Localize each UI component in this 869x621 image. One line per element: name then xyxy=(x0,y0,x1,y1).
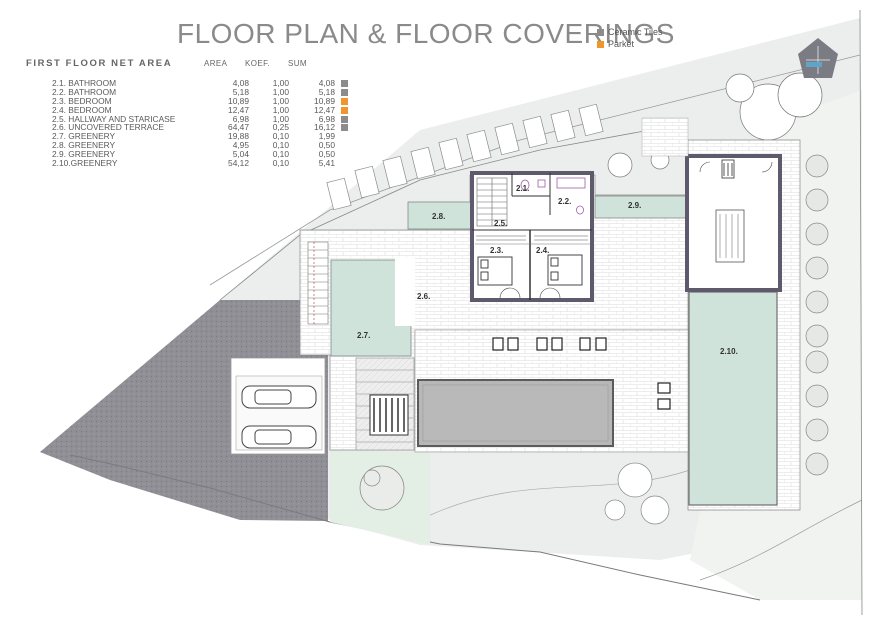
column-header-area: AREA xyxy=(204,59,228,68)
contour-line-upper xyxy=(209,54,861,286)
outdoor-dining-set xyxy=(369,394,409,436)
compass-logo xyxy=(798,38,838,78)
row-area: 5,04 xyxy=(232,149,249,160)
trees-upper xyxy=(607,72,823,178)
label-2-4: 2.4. xyxy=(536,246,549,255)
row-area: 64,47 xyxy=(228,122,249,133)
covering-swatch xyxy=(341,88,348,96)
covering-swatch xyxy=(341,80,348,87)
row-sum: 5,18 xyxy=(318,86,335,97)
covering-swatch xyxy=(341,106,348,114)
row-sum: 16,12 xyxy=(314,122,335,133)
row-area: 4,08 xyxy=(232,78,249,88)
row-area: 54,12 xyxy=(228,158,249,169)
legend-swatch-ceramic xyxy=(597,28,604,36)
row-area: 4,95 xyxy=(232,140,249,151)
interior-stair xyxy=(476,177,508,227)
label-2-9: 2.9. xyxy=(628,201,641,210)
covering-swatch xyxy=(341,97,348,105)
row-name: 2.7. GREENERY xyxy=(52,131,116,142)
row-sum: 6,98 xyxy=(318,113,335,124)
net-area-heading: FIRST FLOOR NET AREA xyxy=(26,58,173,69)
trees-lower xyxy=(359,462,670,525)
floor-covering-legend: Ceramic Tiles Parket xyxy=(597,26,663,50)
greenery-2-8 xyxy=(407,201,472,230)
row-area: 5,18 xyxy=(232,86,249,97)
label-2-8: 2.8. xyxy=(432,212,445,221)
legend-item-ceramic-tiles: Ceramic Tiles xyxy=(597,26,663,38)
row-area: 6,98 xyxy=(232,113,249,124)
legend-label-parket: Parket xyxy=(608,39,635,49)
row-koef: 0,25 xyxy=(272,122,289,133)
covering-swatch xyxy=(341,115,348,123)
pool-inner xyxy=(422,384,609,442)
label-2-1: 2.1. xyxy=(516,184,529,193)
terrace-diagonal-wall xyxy=(219,129,651,301)
column-header-koef: KOEF. xyxy=(245,59,271,68)
row-name: 2.4. BEDROOM xyxy=(52,104,112,115)
row-sum: 0,50 xyxy=(318,140,335,151)
row-koef: 0,10 xyxy=(272,158,289,169)
contour-line-right xyxy=(699,499,863,581)
row-name: 2.3. BEDROOM xyxy=(52,95,112,106)
stepped-wall xyxy=(326,103,604,211)
contour-line-lower xyxy=(419,469,691,521)
row-sum: 12,47 xyxy=(314,104,335,115)
row-name: 2.8. GREENERY xyxy=(52,140,116,151)
covering-swatch xyxy=(341,124,348,132)
row-koef: 1,00 xyxy=(272,95,289,106)
wardrobes xyxy=(476,235,588,241)
sun-loungers xyxy=(492,337,671,410)
row-koef: 1,00 xyxy=(272,78,289,88)
beds xyxy=(477,254,583,286)
exterior-stair xyxy=(307,241,329,325)
row-sum: 5,41 xyxy=(318,158,335,169)
row-area: 19,88 xyxy=(228,131,249,142)
label-2-3: 2.3. xyxy=(490,246,503,255)
row-koef: 1,00 xyxy=(272,86,289,97)
row-koef: 0,10 xyxy=(272,131,289,142)
row-koef: 0,10 xyxy=(272,149,289,160)
greenery-2-10 xyxy=(688,291,778,506)
label-2-7: 2.7. xyxy=(357,331,370,340)
greenery-2-7-notch xyxy=(395,258,415,326)
legend-label-ceramic: Ceramic Tiles xyxy=(608,27,663,37)
cars xyxy=(241,385,317,449)
bath-fixtures xyxy=(520,177,586,215)
label-2-10: 2.10. xyxy=(720,347,738,356)
row-name: 2.9. GREENERY xyxy=(52,149,116,160)
row-sum: 4,08 xyxy=(318,78,335,88)
row-name: 2.5. HALLWAY AND STARICASE xyxy=(52,113,176,124)
row-koef: 1,00 xyxy=(272,113,289,124)
row-koef: 1,00 xyxy=(272,104,289,115)
doors-bedrooms xyxy=(499,287,561,299)
row-name: 2.6. UNCOVERED TERRACE xyxy=(52,122,165,133)
row-sum: 10,89 xyxy=(314,95,335,106)
page-title: FLOOR PLAN & FLOOR COVERINGS xyxy=(177,18,675,49)
column-header-sum: SUM xyxy=(288,59,307,68)
legend-swatch-parket xyxy=(597,40,604,48)
row-koef: 0,10 xyxy=(272,140,289,151)
row-area: 12,47 xyxy=(228,104,249,115)
row-name: 2.1. BATHROOM xyxy=(52,78,117,88)
tree-row-right xyxy=(805,154,829,476)
site-boundary-line xyxy=(859,9,863,616)
legend-item-parket: Parket xyxy=(597,38,663,50)
label-2-6: 2.6. xyxy=(417,292,430,301)
house-right-block xyxy=(641,117,782,292)
label-2-5: 2.5. xyxy=(494,219,507,228)
row-area: 10,89 xyxy=(228,95,249,106)
row-name: 2.10.GREENERY xyxy=(52,158,118,169)
label-2-2: 2.2. xyxy=(558,197,571,206)
row-sum: 1,99 xyxy=(318,131,335,142)
row-name: 2.2. BATHROOM xyxy=(52,86,117,97)
driveway-gravel xyxy=(40,300,328,521)
row-sum: 0,50 xyxy=(318,149,335,160)
